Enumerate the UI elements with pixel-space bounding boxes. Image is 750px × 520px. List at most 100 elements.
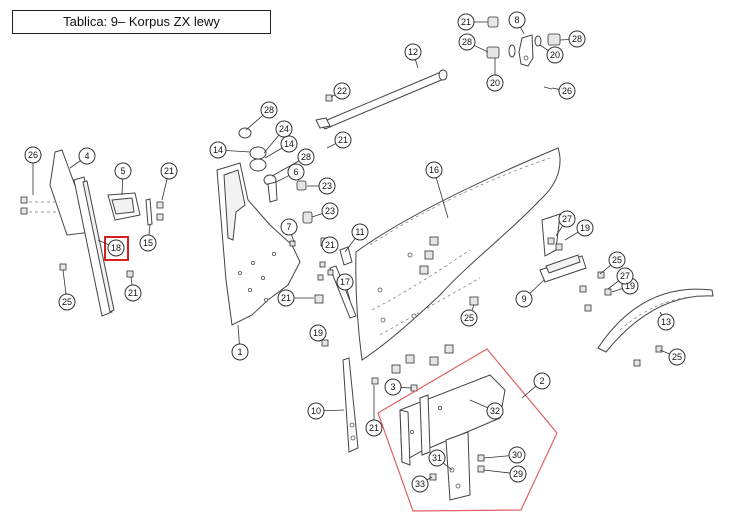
callout-leader-line (263, 134, 280, 154)
callout-leader-line (271, 160, 300, 177)
title-box: Tablica: 9– Korpus ZX lewy (12, 10, 271, 34)
callout-label: 2 (539, 376, 544, 386)
callout-9: 9 (515, 279, 545, 308)
callout-21: 21 (365, 385, 383, 437)
callout-circle (334, 131, 352, 149)
callout-label: 16 (429, 165, 439, 175)
callout-4: 4 (69, 147, 96, 169)
callout-label: 25 (62, 297, 72, 307)
callout-circle (668, 348, 686, 366)
callout-21: 21 (326, 131, 352, 149)
callout-circle (558, 210, 576, 228)
callout-leader-line (659, 349, 670, 355)
callout-circle (425, 161, 443, 179)
right-bolt-cluster (547, 237, 612, 312)
callout-label: 29 (513, 469, 523, 479)
small-parts-top-right (325, 16, 561, 102)
callout-21: 21 (124, 276, 142, 302)
callout-circle (78, 147, 96, 165)
callout-circle (114, 162, 132, 180)
callout-5: 5 (114, 162, 132, 196)
callout-label: 21 (369, 423, 379, 433)
callout-leader-line (551, 87, 560, 90)
callout-label: 30 (512, 450, 522, 460)
part-2-assembly (399, 374, 506, 501)
callout-18: 18 (97, 239, 125, 257)
callout-circle (309, 324, 327, 342)
callout-leader-line (559, 39, 570, 41)
callout-label: 26 (562, 86, 572, 96)
callout-label: 19 (313, 328, 323, 338)
callout-13: 13 (657, 311, 675, 331)
callout-leader-line (442, 462, 453, 471)
callout-22: 22 (330, 82, 351, 100)
callout-circle (486, 74, 504, 92)
callout-25: 25 (58, 269, 76, 311)
callout-circle (509, 465, 527, 483)
callout-label: 25 (464, 313, 474, 323)
callout-label: 28 (462, 37, 472, 47)
callout-label: 8 (514, 15, 519, 25)
callout-leader-line (483, 469, 511, 474)
callout-leader-line (469, 399, 488, 409)
callout-circle (139, 234, 157, 252)
diagram-title: Tablica: 9– Korpus ZX lewy (63, 14, 220, 29)
callout-23: 23 (307, 177, 336, 195)
callout-circle (160, 162, 178, 180)
callout-leader-line (555, 225, 563, 237)
callout-circle (608, 251, 626, 269)
callout-circle (411, 475, 429, 493)
part-13-curved-plate (597, 288, 714, 367)
callout-circle (336, 273, 354, 291)
callout-circle (280, 135, 298, 153)
callout-leader-line (659, 311, 663, 316)
callout-circle (321, 202, 339, 220)
callout-leader-line (564, 231, 579, 241)
callout-circle (460, 309, 478, 327)
callout-21: 21 (277, 289, 314, 307)
callout-leader-line (346, 289, 351, 301)
callout-26: 26 (551, 82, 576, 100)
callout-label: 22 (337, 86, 347, 96)
callout-circle (404, 43, 422, 61)
callout-label: 32 (490, 406, 500, 416)
callout-label: 21 (281, 293, 291, 303)
callout-leader-line (521, 385, 537, 399)
callout-circle (24, 146, 42, 164)
callout-21: 21 (160, 162, 178, 201)
callout-20: 20 (539, 44, 564, 64)
callout-label: 3 (390, 382, 395, 392)
part-1-main-bracket (216, 162, 301, 326)
callout-leader-line (161, 178, 168, 201)
callout-circle (428, 449, 446, 467)
callout-label: 14 (213, 145, 223, 155)
callout-leader-line (237, 324, 240, 345)
callout-leader-line (415, 59, 419, 69)
callout-29: 29 (483, 465, 527, 483)
callout-33: 33 (411, 475, 433, 493)
callout-25: 25 (599, 251, 626, 275)
part-8-bracket (518, 34, 534, 67)
callout-leader-line (291, 234, 295, 243)
callout-circle (568, 30, 586, 48)
callout-25: 25 (460, 304, 478, 327)
callout-3: 3 (384, 378, 413, 396)
callout-label: 21 (164, 166, 174, 176)
callout-label: 20 (490, 78, 500, 88)
callout-leader-line (97, 239, 109, 246)
callout-25: 25 (659, 348, 686, 366)
callout-circle (297, 148, 315, 166)
callout-2: 2 (521, 372, 551, 399)
callout-leader-line (607, 280, 619, 290)
mouldboard-bolts (371, 236, 479, 392)
callout-16: 16 (425, 161, 449, 219)
callout-8: 8 (508, 11, 526, 35)
part-12-rod (315, 69, 448, 130)
callout-circle (657, 313, 675, 331)
callout-circle (107, 239, 125, 257)
callout-label: 15 (143, 238, 153, 248)
callout-label: 28 (264, 105, 274, 115)
highlight-box-part-18 (104, 236, 129, 261)
